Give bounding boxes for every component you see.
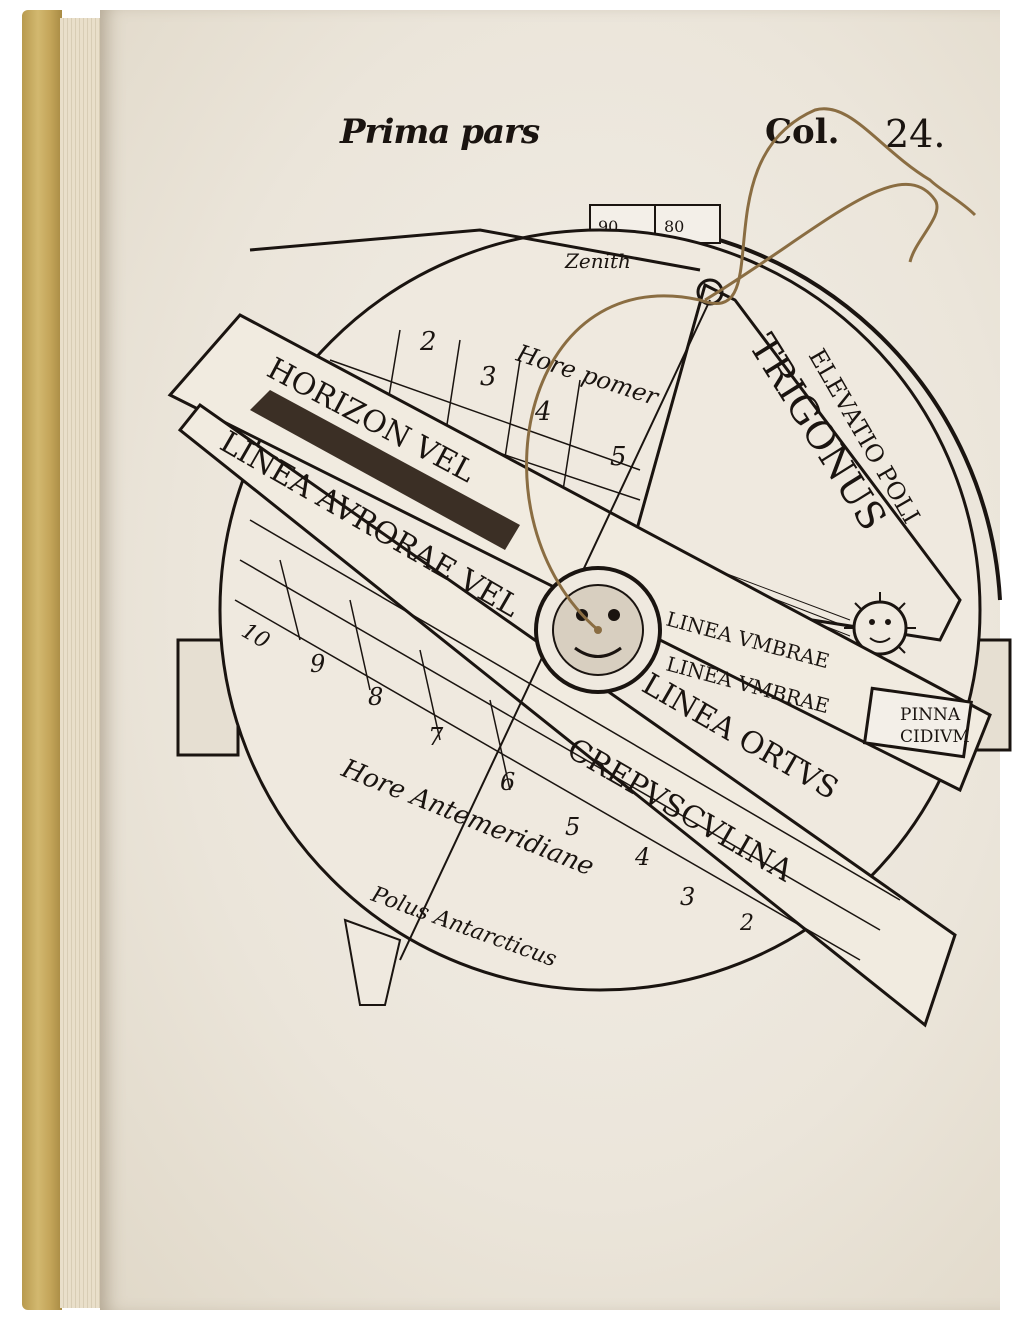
hour-number-6: 6 [500,768,515,796]
plumb-string-loop [704,182,939,302]
scale-label-80: 80 [664,217,684,236]
cidium-label: CIDIVM [900,727,970,747]
pinna-label: PINNA [900,705,961,725]
hour-number-5: 5 [610,442,627,472]
hour-number-3: 3 [480,362,497,392]
zenith-label: Zenith [564,249,631,273]
hour-number-8: 8 [368,683,383,711]
page-number: 24. [885,112,946,156]
hour-number-4: 4 [534,397,552,427]
hour-number-2b: 2 [739,911,754,936]
hour-number-5b: 5 [565,813,580,841]
plumb-string [525,107,977,632]
hour-number-3b: 3 [680,883,695,911]
polus-pointer [343,918,402,1006]
hour-number-2: 2 [419,327,437,357]
pinnacidium-box [862,686,973,759]
page-header-right: Col. [765,112,840,152]
hour-number-9: 9 [310,650,325,678]
sun-icon [844,592,916,664]
book-binding [22,10,62,1310]
hour-number-4b: 4 [634,843,650,871]
page-header-left: Prima pars [340,112,540,152]
hour-number-7: 7 [428,723,444,751]
